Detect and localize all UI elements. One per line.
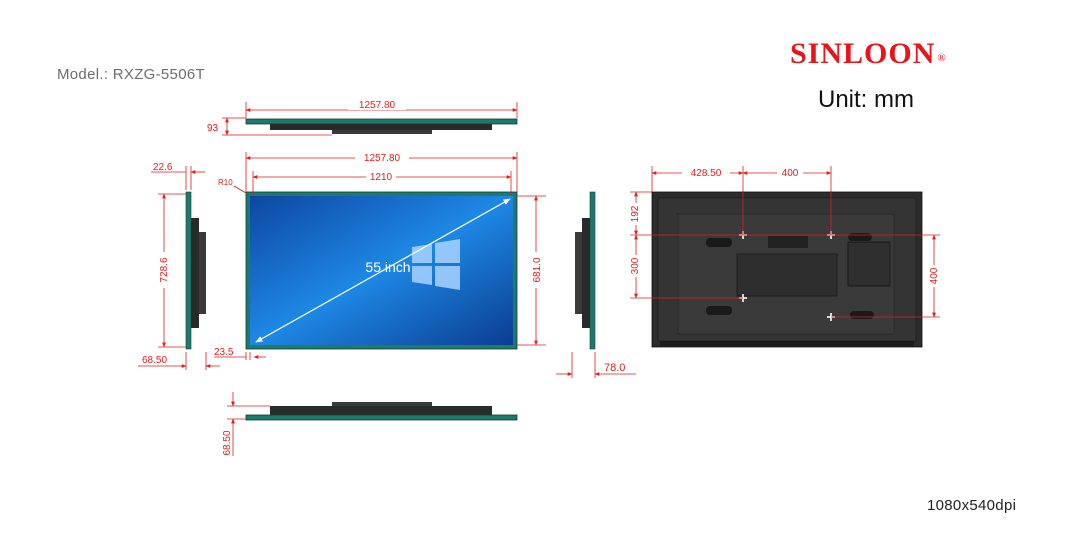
vesa-width-label: 400 — [782, 168, 799, 179]
bezel-label: 23.5 — [214, 347, 234, 358]
front-width-label: 1257.80 — [364, 153, 401, 164]
vesa-height-label: 400 — [929, 267, 940, 284]
side-right-depth-label: 78.0 — [604, 362, 625, 374]
side-left-top-label: 22.6 — [153, 162, 173, 173]
front-view: 55 inch 1257.80 1210 R10 681.0 23.5 — [214, 152, 546, 360]
top-width-label: 1257.80 — [359, 100, 396, 111]
top-depth-label: 93 — [207, 123, 219, 134]
right-side-view: 78.0 — [556, 191, 636, 378]
top-view: 1257.80 93 — [207, 100, 518, 136]
side-left-height-label: 728.6 — [159, 257, 170, 282]
unit-label: Unit: mm — [818, 86, 914, 113]
vesa-top-label: 192 — [630, 205, 641, 222]
brand-logo: SINLOON® — [790, 37, 947, 70]
bottom-view: 68.50 — [222, 392, 518, 456]
vesa-offset-label: 428.50 — [691, 168, 722, 179]
front-height-label: 681.0 — [532, 257, 543, 282]
screen-size-label: 55 inch — [365, 259, 410, 275]
vesa-mid-label: 300 — [630, 257, 641, 274]
side-left-depth-label: 68.50 — [142, 355, 167, 366]
diagonal-arrow — [255, 198, 511, 343]
bottom-depth-label: 68.50 — [222, 430, 233, 455]
corner-radius-label: R10 — [218, 178, 233, 187]
resolution-note: 1080x540dpi — [927, 497, 1017, 514]
left-side-view: 22.6 728.6 68.50 — [138, 162, 220, 370]
rear-view: 428.50 400 192 300 400 — [629, 166, 940, 348]
screen-width-label: 1210 — [370, 172, 393, 183]
model-number: Model.: RXZG-5506T — [57, 66, 205, 83]
